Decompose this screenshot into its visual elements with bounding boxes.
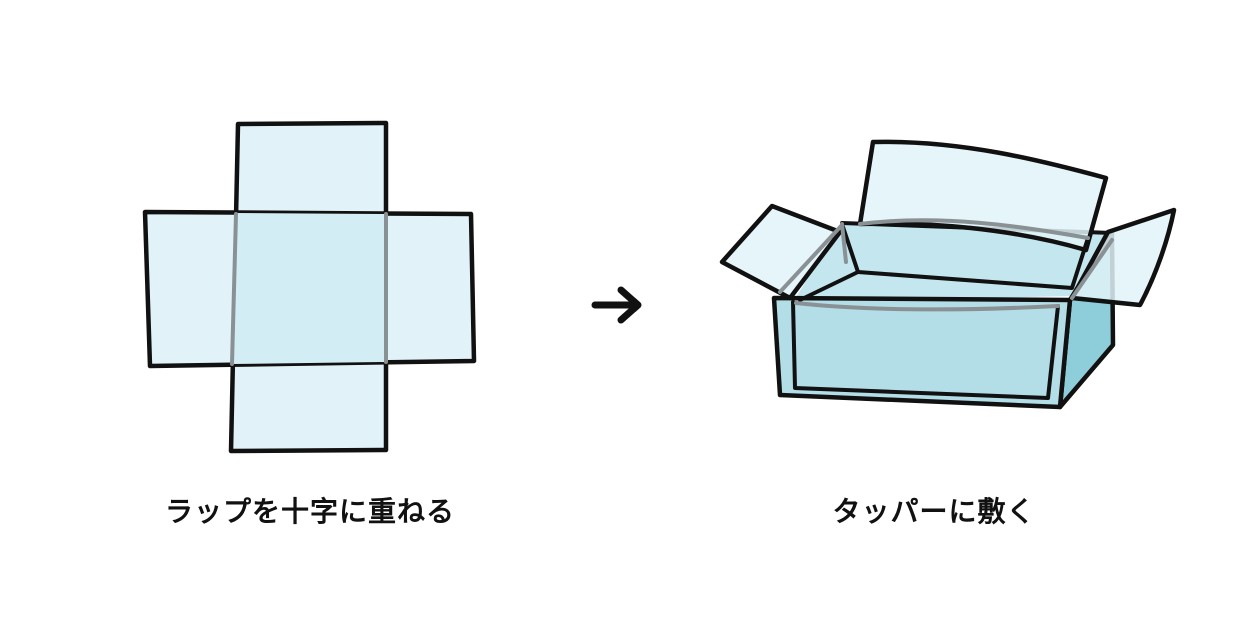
wrap-inner-fold <box>840 222 1090 290</box>
container-front-rim <box>791 300 1060 400</box>
wrap-lined-container <box>719 139 1177 410</box>
container-inner <box>793 223 1112 302</box>
hidden-rim-back <box>858 218 1090 240</box>
crossed-wrap-sheets <box>142 120 477 454</box>
wrap-overlap-area <box>232 213 386 364</box>
container-front-wall <box>771 295 1073 410</box>
step-caption-line-container: タッパーに敷く <box>832 495 1036 528</box>
hidden-front-rim <box>794 301 1060 312</box>
hidden-corner-left <box>840 222 848 264</box>
right-arrow-icon <box>591 286 642 324</box>
overlap-edge-left <box>230 212 238 366</box>
hidden-rim-left <box>778 223 844 294</box>
wrap-flap-left <box>719 203 843 301</box>
step-caption-cross-wrap: ラップを十字に重ねる <box>164 495 456 528</box>
wrap-flap-right <box>1069 207 1177 308</box>
wrap-inner-fold-left <box>798 270 860 302</box>
hidden-rim-right <box>1070 238 1114 300</box>
